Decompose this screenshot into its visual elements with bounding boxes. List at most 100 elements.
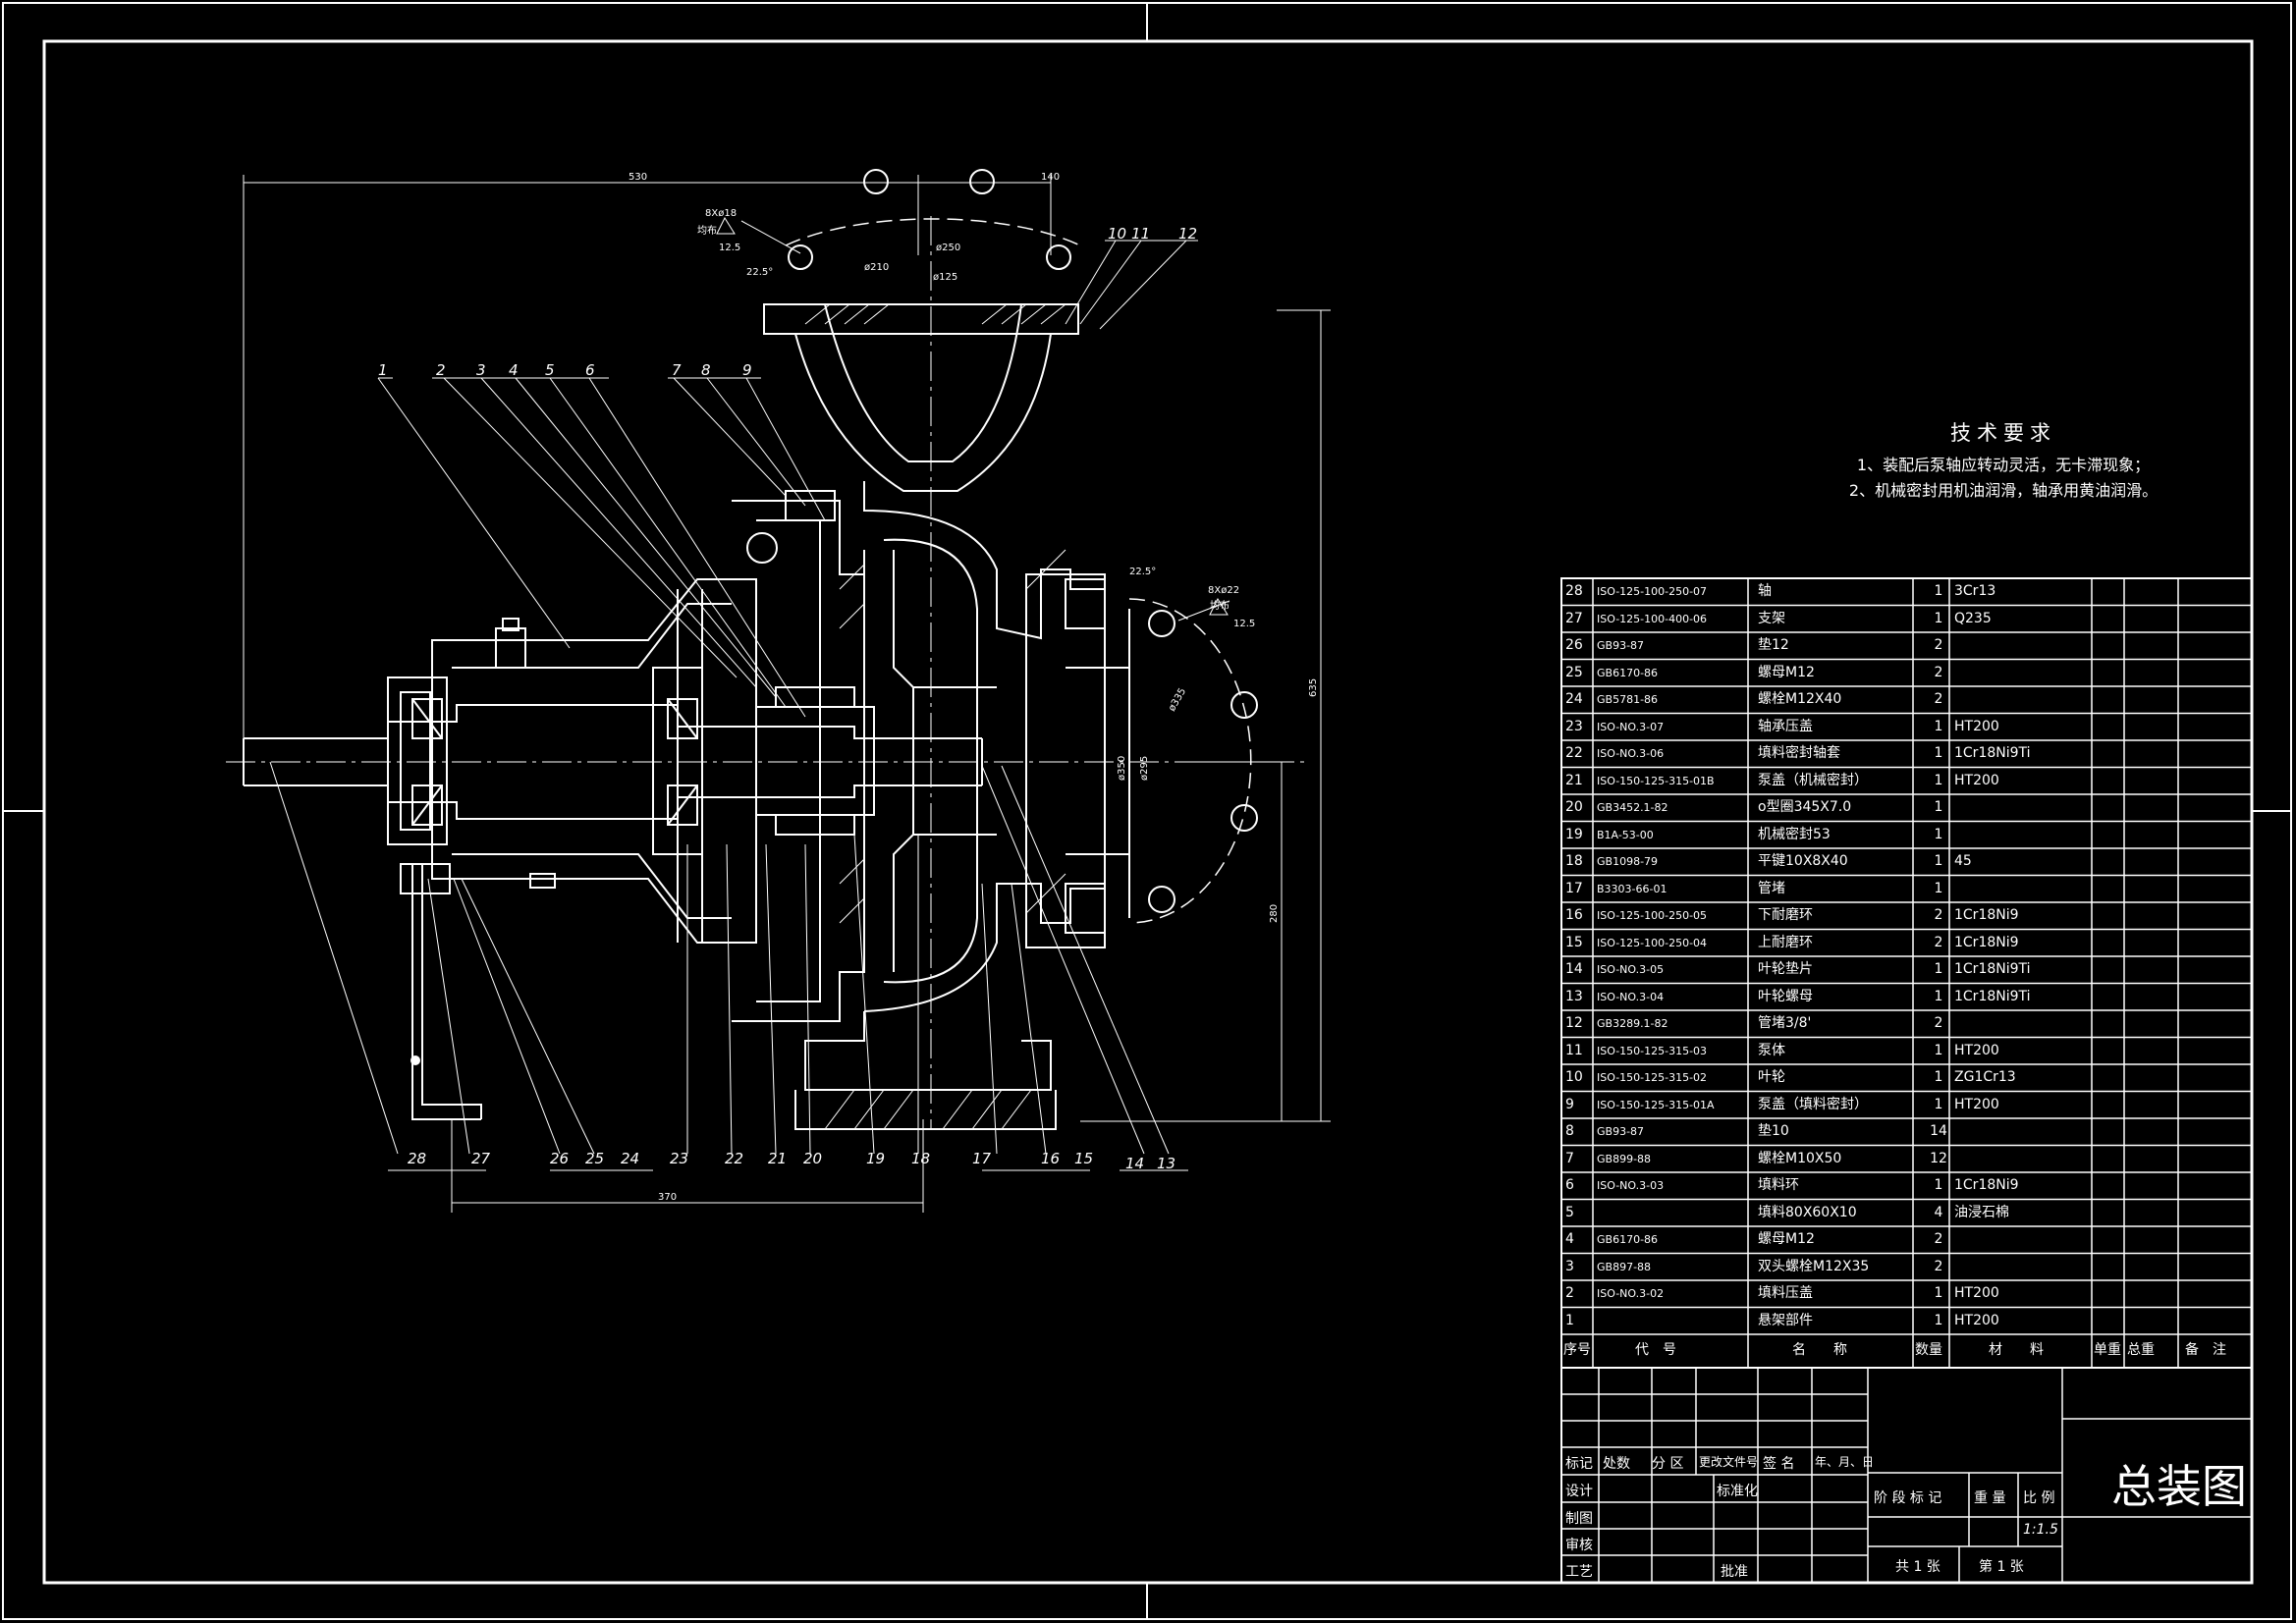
bom-cell-code: GB897-88 bbox=[1597, 1260, 1652, 1273]
dim-evenly-right: 均布 bbox=[1210, 600, 1230, 612]
bom-cell-code: GB6170-86 bbox=[1597, 666, 1659, 679]
bom-cell-material: HT200 bbox=[1954, 1096, 1999, 1112]
dim-phi295: ø295 bbox=[1139, 756, 1150, 781]
rev-label-count: 处数 bbox=[1603, 1456, 1630, 1472]
bom-header-material: 材 料 bbox=[1989, 1342, 2044, 1358]
bom-cell-number: 17 bbox=[1565, 880, 1583, 896]
bom-cell-code: ISO-NO.3-04 bbox=[1597, 990, 1665, 1003]
balloon-12: 12 bbox=[1178, 225, 1197, 243]
bom-cell-number: 21 bbox=[1565, 772, 1583, 788]
dim-phi350: ø350 bbox=[1117, 756, 1127, 781]
stage-label: 阶 段 标 记 bbox=[1874, 1490, 1942, 1506]
dim-phi250: ø250 bbox=[936, 243, 960, 253]
balloon-15: 15 bbox=[1074, 1150, 1093, 1167]
bom-table-grid bbox=[1560, 577, 2253, 1369]
bom-cell-number: 15 bbox=[1565, 934, 1583, 950]
balloon-28: 28 bbox=[408, 1150, 426, 1167]
bom-cell-code: GB3289.1-82 bbox=[1597, 1017, 1668, 1030]
bom-cell-material: 1Cr18Ni9Ti bbox=[1954, 988, 2031, 1004]
bom-cell-number: 10 bbox=[1565, 1069, 1583, 1085]
bom-cell-name: 下耐磨环 bbox=[1758, 907, 1813, 923]
bom-cell-number: 1 bbox=[1565, 1312, 1574, 1328]
balloon-25: 25 bbox=[585, 1150, 604, 1167]
bom-cell-number: 12 bbox=[1565, 1015, 1583, 1031]
balloon-10: 10 bbox=[1108, 225, 1126, 243]
drawing-title: 总装图 bbox=[2111, 1460, 2247, 1513]
balloon-14: 14 bbox=[1125, 1155, 1144, 1172]
rev-label-mark: 标记 bbox=[1565, 1456, 1593, 1472]
bom-cell-code: ISO-NO.3-05 bbox=[1597, 963, 1665, 976]
bom-cell-code: ISO-125-100-250-07 bbox=[1597, 585, 1708, 598]
rev-label-date: 年、月、日 bbox=[1815, 1455, 1875, 1469]
bom-cell-name: 垫12 bbox=[1758, 637, 1789, 653]
dim-phi125: ø125 bbox=[933, 272, 957, 283]
dim-evenly-top: 均布 bbox=[697, 225, 717, 237]
bom-header-name: 名 称 bbox=[1792, 1342, 1847, 1358]
bom-cell-code: GB93-87 bbox=[1597, 1125, 1645, 1138]
dim-140: 140 bbox=[1041, 172, 1060, 183]
bom-cell-number: 26 bbox=[1565, 637, 1583, 653]
balloon-3: 3 bbox=[476, 361, 486, 379]
bom-cell-code: ISO-150-125-315-01B bbox=[1597, 774, 1715, 787]
balloon-27: 27 bbox=[471, 1150, 491, 1167]
bom-cell-name: 叶轮垫片 bbox=[1758, 961, 1813, 977]
balloon-2: 2 bbox=[436, 361, 446, 379]
tech-requirements-title: 技术要求 bbox=[1950, 421, 2056, 445]
dim-rough-top: 12.5 bbox=[719, 243, 740, 253]
bom-cell-code: ISO-NO.3-07 bbox=[1597, 720, 1665, 733]
balloon-17: 17 bbox=[972, 1150, 992, 1167]
bom-cell-code: GB899-88 bbox=[1597, 1152, 1652, 1165]
bom-cell-material: Q235 bbox=[1954, 610, 1992, 626]
bom-cell-quantity: 1 bbox=[1934, 1285, 1943, 1301]
bom-cell-name: 双头螺栓M12X35 bbox=[1758, 1258, 1870, 1274]
bom-cell-quantity: 1 bbox=[1934, 1177, 1943, 1193]
bom-cell-quantity: 1 bbox=[1934, 583, 1943, 599]
bom-cell-quantity: 1 bbox=[1934, 1069, 1943, 1085]
dim-635: 635 bbox=[1308, 678, 1319, 697]
bom-cell-code: B3303-66-01 bbox=[1597, 882, 1667, 895]
balloon-5: 5 bbox=[545, 361, 555, 379]
role-drafting: 制图 bbox=[1565, 1511, 1593, 1527]
rev-label-file: 更改文件号 bbox=[1699, 1455, 1759, 1469]
balloon-23: 23 bbox=[670, 1150, 688, 1167]
tech-requirement-2: 2、机械密封用机油润滑，轴承用黄油润滑。 bbox=[1848, 481, 2159, 500]
balloon-7: 7 bbox=[672, 361, 682, 379]
bom-cell-quantity: 1 bbox=[1934, 1312, 1943, 1328]
bom-cell-number: 8 bbox=[1565, 1123, 1574, 1139]
balloon-11: 11 bbox=[1131, 225, 1150, 243]
balloon-19: 19 bbox=[866, 1150, 885, 1167]
dim-angle-top: 22.5° bbox=[746, 267, 773, 278]
balloon-24: 24 bbox=[621, 1150, 639, 1167]
bom-header-unit-weight: 单重 bbox=[2094, 1342, 2121, 1358]
bom-cell-code: ISO-NO.3-03 bbox=[1597, 1179, 1665, 1192]
bom-header-qty: 数量 bbox=[1915, 1342, 1942, 1358]
bom-cell-code: GB93-87 bbox=[1597, 639, 1645, 652]
bom-cell-code: ISO-150-125-315-02 bbox=[1597, 1071, 1708, 1084]
pump-section-view bbox=[226, 169, 1331, 1213]
bom-cell-number: 16 bbox=[1565, 907, 1583, 923]
bom-cell-number: 3 bbox=[1565, 1258, 1574, 1274]
bom-cell-code: B1A-53-00 bbox=[1597, 828, 1654, 841]
balloon-13: 13 bbox=[1157, 1155, 1175, 1172]
bom-cell-name: 泵盖（机械密封） bbox=[1758, 772, 1868, 788]
bom-cell-number: 27 bbox=[1565, 610, 1583, 626]
scale-value: 1:1.5 bbox=[2023, 1522, 2058, 1538]
rev-label-zone: 分 区 bbox=[1652, 1456, 1684, 1472]
balloon-9: 9 bbox=[742, 361, 752, 379]
dim-280: 280 bbox=[1269, 904, 1280, 923]
bom-cell-name: 平键10X8X40 bbox=[1758, 853, 1848, 869]
bom-cell-name: 泵盖（填料密封） bbox=[1758, 1096, 1868, 1112]
balloon-20: 20 bbox=[803, 1150, 822, 1167]
bom-cell-material: 1Cr18Ni9Ti bbox=[1954, 745, 2031, 761]
balloon-21: 21 bbox=[768, 1150, 787, 1167]
bom-cell-quantity: 1 bbox=[1934, 961, 1943, 977]
sheet-total: 共 1 张 bbox=[1895, 1559, 1941, 1575]
tech-requirements: 技术要求 1、装配后泵轴应转动灵活，无卡滞现象； 2、机械密封用机油润滑，轴承用… bbox=[1689, 417, 2296, 504]
bom-header-total-weight: 总重 bbox=[2127, 1342, 2155, 1358]
bom-cell-number: 14 bbox=[1565, 961, 1583, 977]
bom-cell-number: 23 bbox=[1565, 718, 1583, 734]
bom-cell-number: 6 bbox=[1565, 1177, 1574, 1193]
bom-cell-number: 9 bbox=[1565, 1096, 1574, 1112]
tech-requirement-1: 1、装配后泵轴应转动灵活，无卡滞现象； bbox=[1856, 456, 2151, 474]
bom-cell-material: HT200 bbox=[1954, 1042, 1999, 1058]
